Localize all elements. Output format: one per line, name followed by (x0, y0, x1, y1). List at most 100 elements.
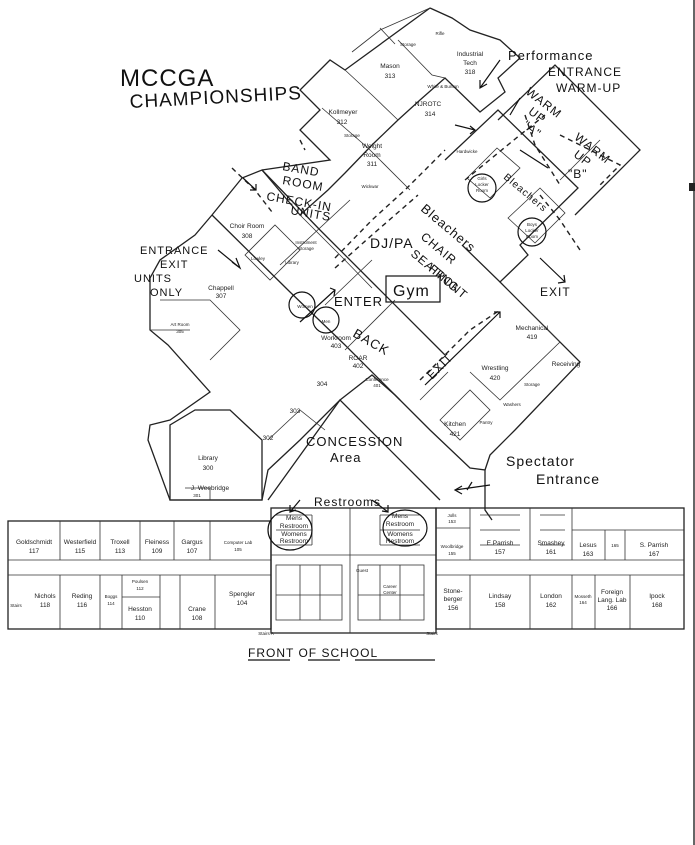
bleachers-small-label: Bleachers (501, 172, 549, 215)
spectator-line2: Entrance (536, 471, 600, 487)
room-choir: Choir Room (230, 223, 265, 230)
restrooms-label: Restrooms (314, 495, 381, 509)
room-wickwar: Wickwar (362, 184, 379, 189)
room-lesus: Lesus (579, 542, 597, 549)
room-london: London (540, 593, 562, 600)
room-314: 314 (425, 111, 436, 118)
room-164: 164 (579, 600, 587, 605)
room-166: 166 (607, 605, 618, 612)
room-storage-3: Storage (524, 382, 540, 387)
room-rifle: Rifle (435, 31, 444, 36)
room-computer-lab: Computer Lab (224, 540, 253, 545)
room-instrument-1: Instrument (295, 240, 317, 245)
room-boggs: Boggs (105, 594, 119, 599)
room-mens-restroom-west-2: Restroom (280, 523, 308, 530)
room-stairs-b: Stairs (426, 631, 438, 636)
room-168: 168 (652, 602, 663, 609)
room-library: Library (198, 455, 219, 462)
room-library-small: Library (285, 260, 300, 265)
room-lindsay: Lindsay (489, 593, 512, 600)
room-reding: Reding (72, 593, 93, 600)
room-mens-restroom-west: Mens (286, 515, 303, 522)
room-104: 104 (237, 600, 248, 607)
chair-seating-line3: FRONT (426, 262, 470, 303)
room-chappell: Chappell (208, 285, 234, 292)
room-301: 301 (193, 493, 201, 498)
room-wrestling: Wrestling (482, 365, 509, 372)
room-j-weebridge: J. Weebridge (191, 485, 230, 492)
enter-label: ENTER (334, 294, 383, 309)
room-165: 165 (611, 543, 619, 548)
room-420: 420 (490, 375, 501, 382)
page-edge-mark (689, 183, 695, 191)
room-weight-1: Weight (362, 143, 382, 150)
entrance-exit-line2: EXIT (160, 259, 188, 271)
room-114: 114 (107, 601, 115, 606)
room-lowley: Lowley (251, 256, 266, 261)
room-career-1: Career (383, 584, 397, 589)
room-workroom: Workroom (321, 335, 351, 342)
room-162: 162 (546, 602, 557, 609)
room-mason: Mason (380, 63, 400, 70)
room-womens-restroom-east: Womens (387, 531, 413, 538)
room-158: 158 (495, 602, 506, 609)
room-westerfield: Westerfield (64, 539, 97, 546)
room-105: 105 (234, 547, 242, 552)
room-foreign-1: Foreign (601, 589, 623, 596)
room-307: 307 (216, 293, 227, 300)
room-308: 308 (242, 233, 253, 240)
room-109: 109 (152, 548, 163, 555)
room-troxell: Troxell (110, 539, 130, 546)
room-washers: Washers (503, 402, 521, 407)
room-receiving: Receiving (552, 361, 581, 368)
room-men: Men (322, 319, 331, 324)
room-fleiness: Fleiness (145, 539, 170, 546)
room-118: 118 (40, 602, 51, 609)
building-walls (7, 7, 685, 634)
room-117: 117 (29, 548, 40, 555)
room-roar: ROAR (349, 355, 368, 362)
room-gargus: Gargus (181, 539, 203, 546)
room-304: 304 (317, 381, 328, 388)
room-312: 312 (337, 119, 348, 126)
room-167: 167 (649, 551, 660, 558)
room-jolls: Jolls (447, 513, 457, 518)
room-ipock: Ipock (649, 593, 665, 600)
room-art: Art Room (170, 322, 189, 327)
room-instrument-2: Storage (298, 246, 314, 251)
room-mens-restroom-east: Mens (392, 513, 409, 520)
room-116: 116 (77, 602, 88, 609)
room-155: 155 (448, 551, 456, 556)
entrance-exit-line3: UNITS (134, 273, 172, 285)
room-womens-restroom-east-2: Restroom (386, 538, 414, 545)
room-womens-restroom-west: Womens (281, 531, 307, 538)
room-300: 300 (203, 465, 214, 472)
room-156: 156 (448, 605, 459, 612)
room-mechanical: Mechanical (516, 325, 549, 332)
exit-diag-label: EXIT (424, 351, 456, 383)
room-311: 311 (367, 161, 378, 168)
room-njrotc: NJROTC (415, 101, 442, 108)
room-402: 402 (353, 363, 364, 370)
room-302: 302 (263, 435, 274, 442)
room-112: 112 (136, 586, 144, 591)
room-313: 313 (385, 73, 396, 80)
room-stairs-a: Stairs A (258, 631, 274, 636)
spectator-line1: Spectator (506, 453, 575, 469)
room-goldschmidt: Goldschmidt (16, 539, 52, 546)
room-403: 403 (331, 343, 342, 350)
room-crane: Crane (188, 606, 206, 613)
room-storage-top: Storage (400, 42, 416, 47)
room-guest: Guest (356, 568, 369, 573)
room-weight-2: Room (363, 152, 380, 159)
room-foreign-2: Lang. Lab (598, 597, 627, 604)
page-edge (693, 0, 695, 845)
room-girls-locker-1: Girls (477, 176, 487, 181)
dj-pa-label: DJ/PA (370, 235, 414, 251)
room-401: 401 (373, 383, 381, 388)
room-labels: Rifle Storage Industrial Tech 318 Mason … (10, 31, 668, 636)
room-industrial-2: Tech (463, 60, 477, 67)
room-115: 115 (75, 548, 86, 555)
room-stoneberger-1: Stone- (443, 588, 462, 595)
